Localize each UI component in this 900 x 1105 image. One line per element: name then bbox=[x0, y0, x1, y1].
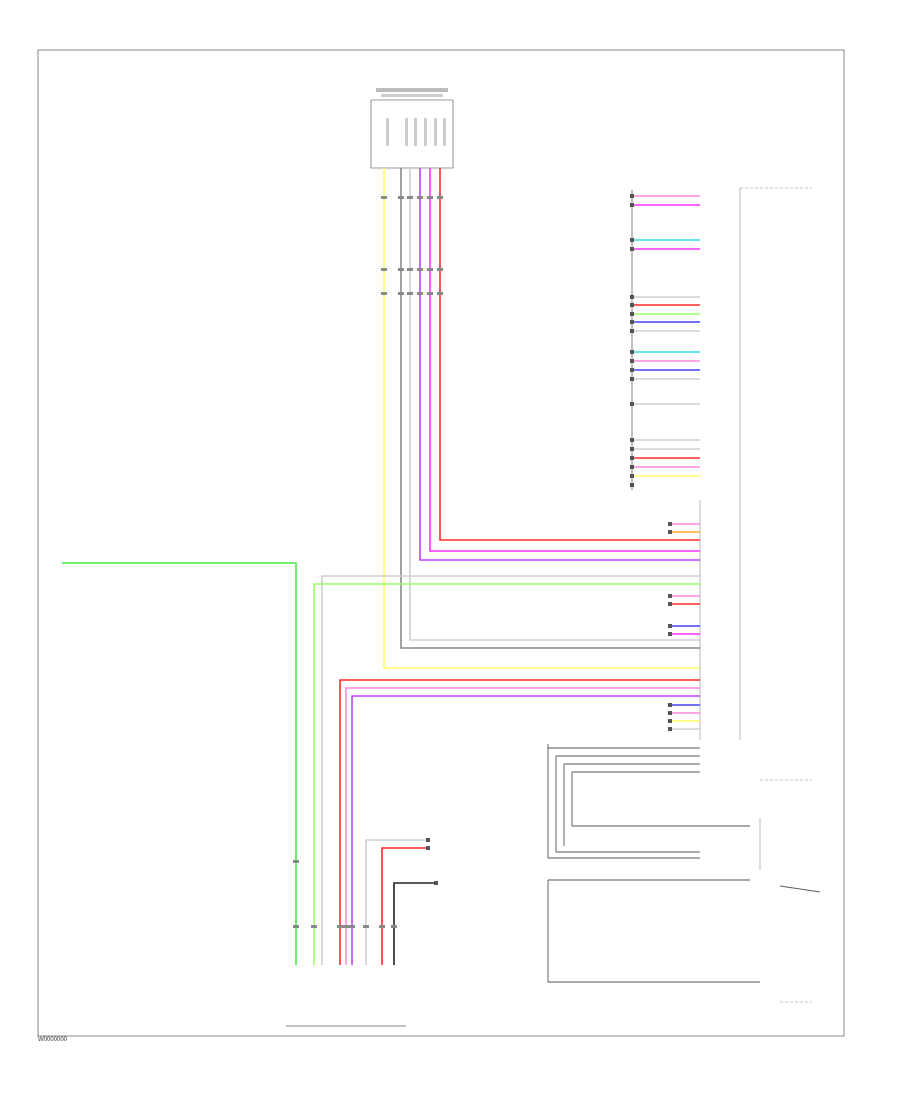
inline-connectors bbox=[381, 196, 443, 295]
right-module bbox=[631, 187, 812, 740]
wire-red-vertical bbox=[439, 168, 700, 541]
right-module-terminals bbox=[630, 194, 634, 487]
bottom-inline-connectors bbox=[293, 860, 397, 928]
right-module-wires bbox=[634, 195, 700, 477]
lower-right-wires bbox=[672, 523, 700, 730]
long-horizontal-wires bbox=[62, 562, 700, 965]
wire-gray-vertical bbox=[400, 168, 700, 649]
lower-right-terminals bbox=[668, 522, 672, 731]
reference-code: W0000000 bbox=[38, 1037, 68, 1043]
top-connector bbox=[370, 88, 454, 169]
sub-module bbox=[547, 744, 821, 1003]
top-wire-bundle bbox=[383, 168, 700, 669]
diagram-frame bbox=[37, 49, 845, 1037]
wire-lightgray-vertical bbox=[409, 168, 700, 641]
wire-magenta-vertical bbox=[429, 168, 700, 552]
wire-violet-vertical bbox=[419, 168, 700, 561]
wire-yellow-vertical bbox=[383, 168, 700, 669]
bottom-left-terminals bbox=[426, 838, 438, 885]
